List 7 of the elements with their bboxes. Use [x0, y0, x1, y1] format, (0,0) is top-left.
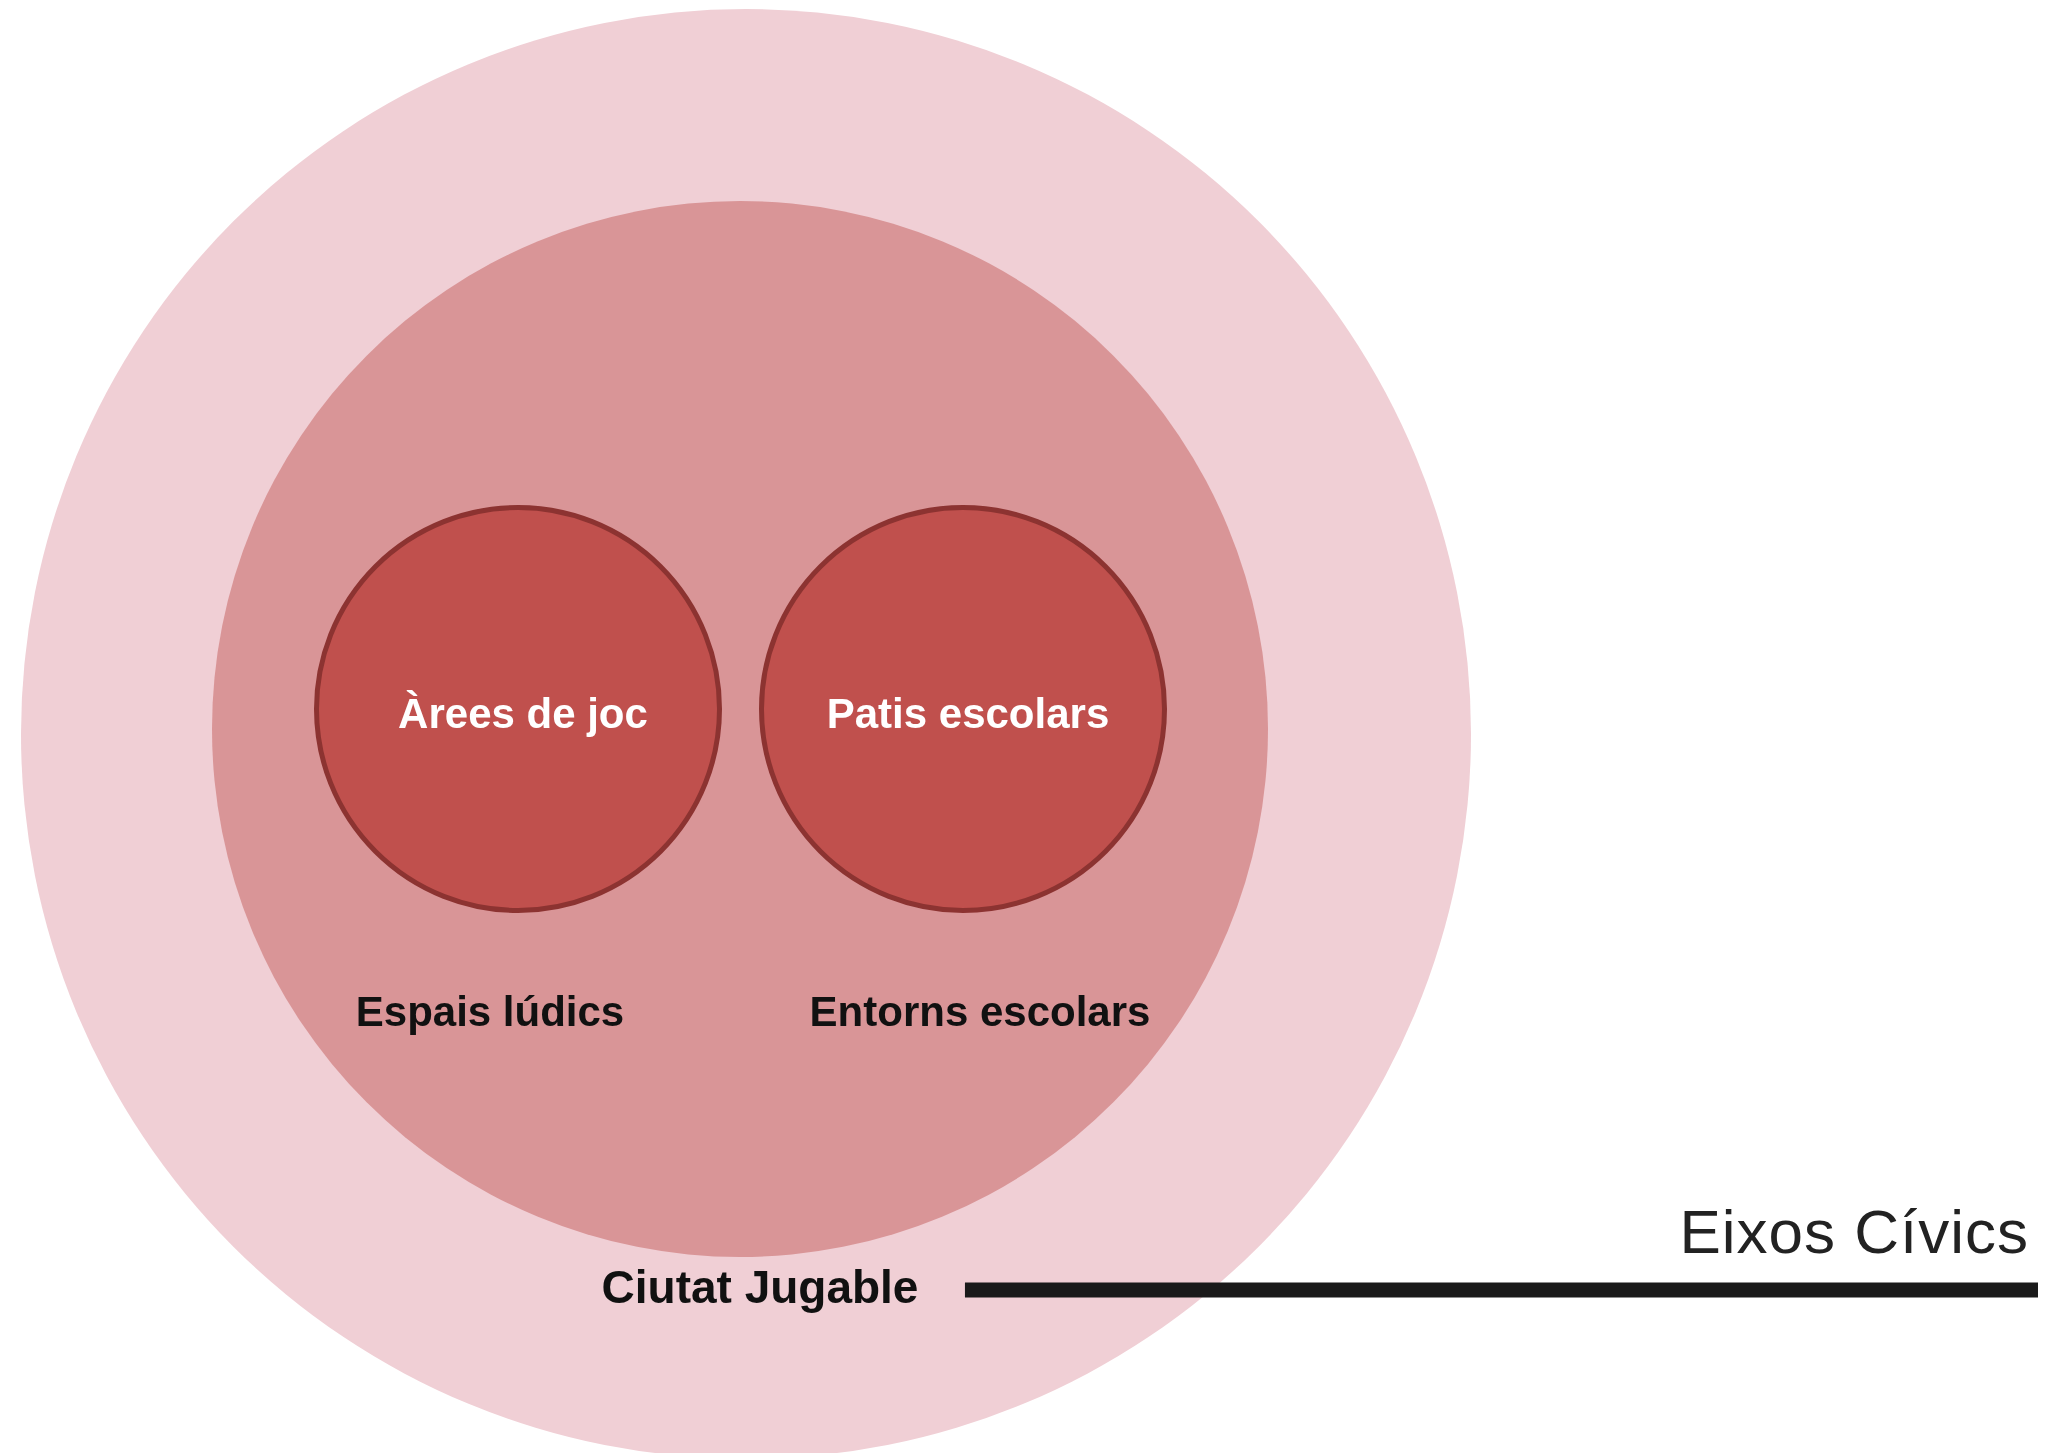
circle-caption: Entorns escolars: [809, 988, 1151, 1036]
title-text: Eixos Cívics: [1679, 1196, 2029, 1267]
circle-caption: Espais lúdics: [355, 988, 625, 1036]
circle-label: Ciutat Jugable: [601, 1260, 919, 1314]
circle-title: Àrees de joc: [398, 690, 648, 738]
leader-line: [964, 1282, 2038, 1298]
circle-title: Patis escolars: [826, 690, 1110, 738]
